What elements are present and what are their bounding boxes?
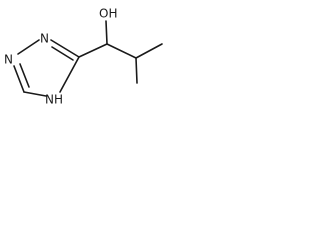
bond-n2-c3-double [19,63,30,88]
bond-chiral-isopropyl [106,43,137,59]
molecule-structure: OH N N NH [4,7,163,107]
bond-n4-c5 [59,56,80,93]
bond-c3-n4 [23,91,47,97]
bond-n2-c3 [13,65,25,93]
bond-n1-n2 [17,39,40,55]
atom-label-nh: NH [45,93,63,107]
structure-canvas: OH N N NH [0,0,180,115]
atom-label-oh: OH [99,7,117,21]
bond-isopropyl-methyl-bottom [135,57,138,84]
atom-label-n2: N [4,53,13,67]
bond-isopropyl-methyl-top [135,43,163,59]
bond-chiral-oh [105,20,108,45]
bond-c5-n1-double [51,46,74,61]
bond-c5-chiral [78,43,108,58]
bond-c5-n1 [50,39,80,58]
atom-label-n1: N [40,32,49,46]
